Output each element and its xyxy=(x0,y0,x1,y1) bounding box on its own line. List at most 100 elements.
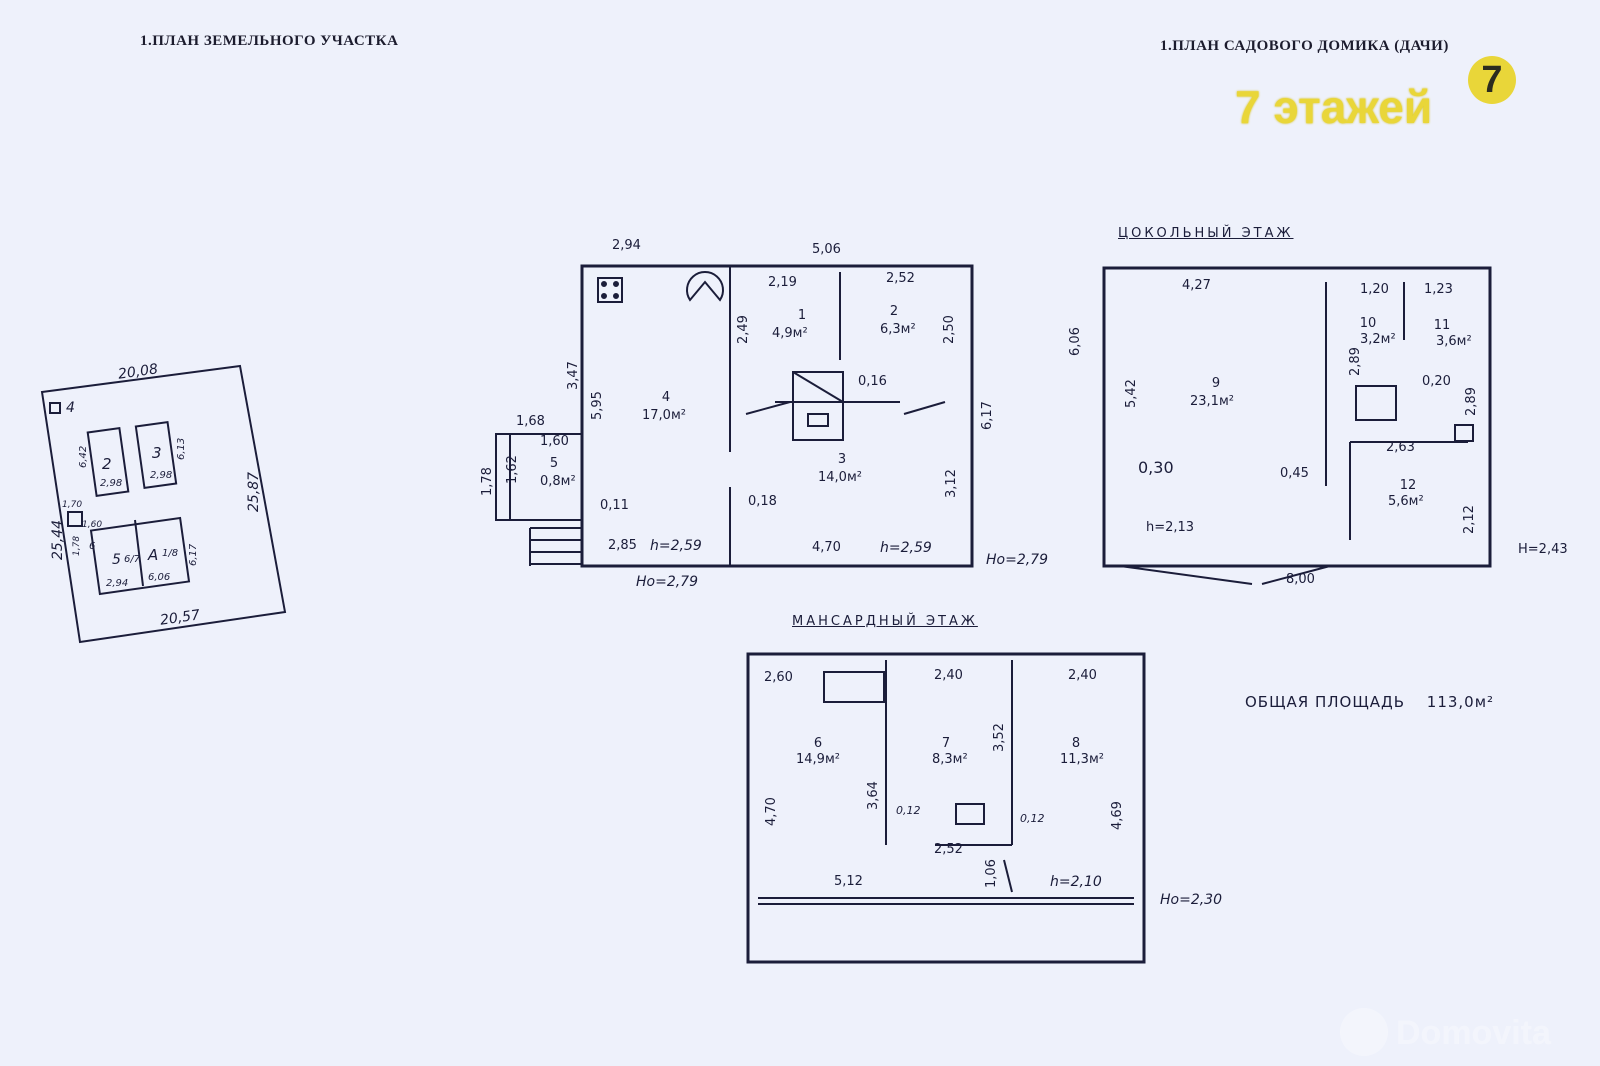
bs-dim-020: 0,20 xyxy=(1422,374,1451,389)
at-dim-106: 1,06 xyxy=(984,859,999,888)
plot-small-box xyxy=(67,511,83,527)
room-9-num: 9 xyxy=(1211,376,1221,391)
domovita-watermark: Domovita xyxy=(1340,1008,1590,1058)
stove xyxy=(792,371,844,441)
plot-building-divider xyxy=(134,519,144,587)
plot-ba-h: 6,17 xyxy=(188,543,199,566)
gf-dim-347: 3,47 xyxy=(566,361,581,390)
gf-dim-bottom-left: 2,85 xyxy=(608,538,637,553)
at-dim-012a: 0,12 xyxy=(896,804,921,817)
spiral-stair xyxy=(686,271,724,302)
gf-dim-011: 0,11 xyxy=(600,498,629,513)
ground-wall-mid2 xyxy=(903,401,946,415)
gf-height-right: h=2,59 xyxy=(880,540,932,556)
room-6-area: 14,9м² xyxy=(796,752,840,767)
at-dim-012b: 0,12 xyxy=(1020,812,1045,825)
plot-marker-4 xyxy=(49,402,61,414)
gf-dim-595: 5,95 xyxy=(590,391,605,420)
at-ho: Но=2,30 xyxy=(1160,892,1222,908)
gf-height-left: h=2,59 xyxy=(650,538,702,554)
bs-dim-030: 0,30 xyxy=(1138,458,1174,477)
bs-H: H=2,43 xyxy=(1518,542,1568,557)
plot-b3-h: 6,13 xyxy=(176,437,187,460)
at-dim-469: 4,69 xyxy=(1110,801,1125,830)
room-5-num: 5 xyxy=(549,456,559,471)
bs-dim-542: 5,42 xyxy=(1124,379,1139,408)
plot-b5-num: 5 xyxy=(112,552,121,568)
gf-dim-top-left: 2,94 xyxy=(612,238,641,253)
room-4-area: 17,0м² xyxy=(642,408,686,423)
at-dim-512: 5,12 xyxy=(834,874,863,889)
house-plan-title: 1.ПЛАН САДОВОГО ДОМИКА (ДАЧИ) xyxy=(1160,38,1449,54)
basement-block-2 xyxy=(1454,424,1474,442)
gf-dim-r3-h: 3,12 xyxy=(944,469,959,498)
room-12-area: 5,6м² xyxy=(1388,494,1424,509)
bs-dim-606: 6,06 xyxy=(1068,327,1083,356)
at-dim-470: 4,70 xyxy=(764,797,779,826)
at-dim-252: 2,52 xyxy=(934,842,963,857)
room-1-area: 4,9м² xyxy=(772,326,808,341)
gf-ho-bottom: Но=2,79 xyxy=(636,574,698,590)
room-9-area: 23,1м² xyxy=(1190,394,1234,409)
domovita-watermark-text: Domovita xyxy=(1396,1014,1551,1052)
room-3-area: 14,0м² xyxy=(818,470,862,485)
room-2-area: 6,3м² xyxy=(880,322,916,337)
room-4-num: 4 xyxy=(661,390,671,405)
at-dim-240a: 2,40 xyxy=(934,668,963,683)
bs-dim-045: 0,45 xyxy=(1280,466,1309,481)
bs-height: h=2,13 xyxy=(1146,520,1195,535)
gf-dim-162: 1,62 xyxy=(505,455,520,484)
bs-dim-263: 2,63 xyxy=(1386,440,1415,455)
gf-dim-r1-w: 2,19 xyxy=(768,275,797,290)
stove-dot-3 xyxy=(601,293,607,299)
room-5-area: 0,8м² xyxy=(540,474,576,489)
at-dim-240b: 2,40 xyxy=(1068,668,1097,683)
room-8-num: 8 xyxy=(1071,736,1081,751)
at-dim-260: 2,60 xyxy=(764,670,793,685)
room-10-area: 3,2м² xyxy=(1360,332,1396,347)
attic-shelf xyxy=(823,671,885,703)
room-3-num: 3 xyxy=(837,452,847,467)
attic-title: МАНСАРДНЫЙ ЭТАЖ xyxy=(792,614,978,629)
stove-diag xyxy=(792,371,844,403)
plot-dim-left: 25,44 xyxy=(50,519,66,560)
basement-title: ЦОКОЛЬНЫЙ ЭТАЖ xyxy=(1118,226,1294,241)
bs-dim-212: 2,12 xyxy=(1462,505,1477,534)
plot-marker-4-label: 4 xyxy=(66,400,75,416)
land-plot-boundary xyxy=(40,364,287,644)
ground-porch xyxy=(495,433,583,521)
ground-wall-mid3 xyxy=(745,401,791,415)
gf-dim-r2-w: 2,52 xyxy=(886,271,915,286)
attic-outline xyxy=(746,652,1146,964)
at-dim-364: 3,64 xyxy=(866,781,881,810)
bs-dim-289a: 2,89 xyxy=(1348,347,1363,376)
room-8-area: 11,3м² xyxy=(1060,752,1104,767)
room-2-num: 2 xyxy=(889,304,899,319)
plot-ba-frac: 1/8 xyxy=(162,548,179,559)
plot-b2-w: 2,98 xyxy=(100,478,123,489)
bs-dim-123: 1,23 xyxy=(1424,282,1453,297)
at-height: h=2,10 xyxy=(1050,874,1102,890)
gf-dim-160: 1,60 xyxy=(540,434,569,449)
land-plan-title: 1.ПЛАН ЗЕМЕЛЬНОГО УЧАСТКА xyxy=(140,33,399,49)
plot-small-a: 1,70 xyxy=(62,500,83,510)
stove-dot-2 xyxy=(613,281,619,287)
plot-dim-right: 25,87 xyxy=(246,471,262,512)
basement-block xyxy=(1355,385,1397,421)
plot-small-b: 1,60 xyxy=(82,520,103,530)
plot-small-c: 1,78 xyxy=(72,535,82,556)
gf-dim-top-right: 5,06 xyxy=(812,242,841,257)
plot-ba-num: А xyxy=(148,546,159,564)
bs-dim-bottom: 8,00 xyxy=(1286,572,1315,587)
plot-b2-num: 2 xyxy=(102,455,112,473)
room-12-num: 12 xyxy=(1399,478,1417,493)
attic-stove xyxy=(955,803,985,825)
room-1-num: 1 xyxy=(797,308,807,323)
gf-dim-right-total: 6,17 xyxy=(980,401,995,430)
gf-dim-r1-h: 2,49 xyxy=(736,315,751,344)
room-6-num: 6 xyxy=(813,736,823,751)
room-11-area: 3,6м² xyxy=(1436,334,1472,349)
plot-building-2 xyxy=(86,426,130,498)
total-area-value: 113,0м² xyxy=(1426,693,1495,711)
